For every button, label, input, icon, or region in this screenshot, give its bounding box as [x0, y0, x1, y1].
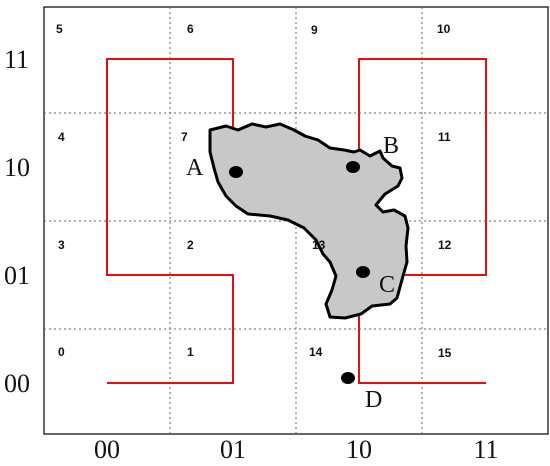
cell-number: 4: [58, 130, 65, 144]
cell-number: 2: [187, 238, 194, 252]
y-tick-label: 01: [4, 261, 30, 290]
cell-number-labels: 0 1 14 15 3 2 13 12 4 7 11 5 6 9 10: [56, 22, 452, 360]
cell-number: 13: [312, 238, 326, 252]
point-label: A: [186, 155, 204, 181]
point-b: B: [346, 133, 399, 173]
cell-number: 0: [58, 345, 65, 359]
point-c: C: [356, 266, 395, 298]
cell-number: 14: [309, 345, 323, 359]
point-label: C: [379, 272, 395, 298]
x-tick-label: 01: [220, 435, 246, 464]
point-marker: [229, 166, 243, 178]
point-label: D: [365, 387, 382, 413]
y-tick-label: 11: [4, 45, 29, 74]
x-tick-label: 10: [346, 435, 372, 464]
cell-number: 11: [438, 130, 451, 144]
y-tick-label: 10: [4, 153, 30, 182]
cell-number: 7: [181, 130, 188, 144]
cell-number: 1: [187, 345, 194, 359]
point-marker: [341, 372, 355, 384]
point-d: D: [341, 372, 382, 413]
cell-number: 9: [311, 23, 318, 37]
y-tick-label: 00: [4, 369, 30, 398]
cell-number: 12: [438, 238, 452, 252]
point-marker: [346, 161, 360, 173]
point-a: A: [186, 155, 243, 181]
x-tick-label: 11: [473, 435, 498, 464]
cell-number: 15: [438, 346, 452, 360]
point-marker: [356, 266, 370, 278]
cell-number: 3: [58, 238, 65, 252]
cell-number: 5: [56, 22, 63, 36]
cell-number: 6: [187, 22, 194, 36]
y-axis-ticks: 11 10 01 00: [4, 45, 30, 398]
x-tick-label: 00: [94, 435, 120, 464]
cell-number: 10: [437, 22, 451, 36]
x-axis-ticks: 00 01 10 11: [94, 435, 499, 464]
point-label: B: [383, 133, 399, 159]
